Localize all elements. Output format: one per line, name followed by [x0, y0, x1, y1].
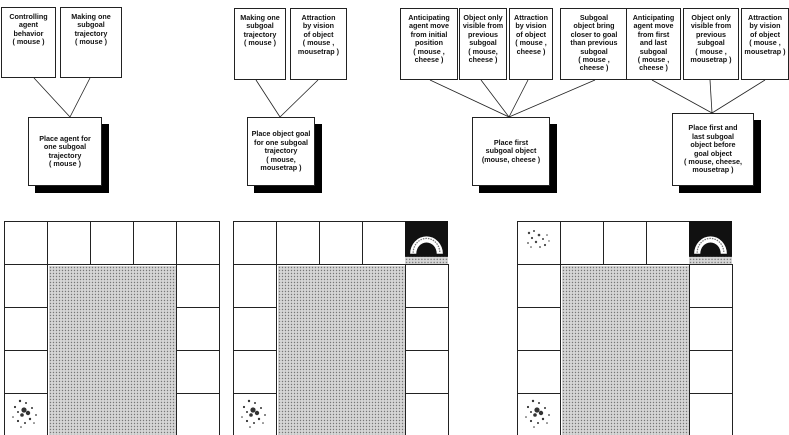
criterion-box: Anticipating agent move from first and l… [626, 8, 681, 80]
connector-line [709, 79, 713, 114]
connector-line [508, 79, 529, 118]
criterion-box: Controlling agent behavior ( mouse ) [1, 7, 56, 78]
inner-block [49, 266, 176, 435]
maze-grid-1 [4, 221, 220, 435]
connector-line [480, 79, 510, 118]
criterion-box: Object only visible from previous subgoa… [683, 8, 739, 80]
connector-line [429, 79, 510, 118]
connector-line [279, 79, 319, 118]
criterion-box: Subgoal object bring closer to goal than… [560, 8, 628, 80]
inner-block [278, 266, 405, 435]
connector-line [69, 77, 91, 118]
goal-box: Place agent for one subgoal trajectory (… [28, 117, 102, 186]
criterion-box: Attraction by vision of object ( mouse ,… [509, 8, 553, 80]
maze-grid-3 [517, 221, 733, 435]
criterion-box: Attraction by vision of object ( mouse ,… [741, 8, 789, 80]
mousetrap-icon [689, 221, 732, 264]
criterion-box: Making one subgoal trajectory ( mouse ) [234, 8, 286, 80]
connector-line [255, 79, 281, 118]
goal-box: Place object goal for one subgoal trajec… [247, 117, 315, 186]
connector-line [651, 79, 713, 114]
criterion-box: Anticipating agent move from initial pos… [400, 8, 458, 80]
connector-line [508, 79, 596, 118]
criterion-box: Attraction by vision of object ( mouse ,… [290, 8, 347, 80]
maze-grid-2 [233, 221, 449, 435]
goal-box: Place first and last subgoal object befo… [672, 113, 754, 186]
inner-block [562, 266, 689, 435]
goal-box: Place first subgoal object (mouse, chees… [472, 117, 550, 186]
criterion-box: Making one subgoal trajectory ( mouse ) [60, 7, 122, 78]
connector-line [33, 77, 71, 118]
connector-line [711, 79, 766, 114]
criterion-box: Object only visible from previous subgoa… [459, 8, 507, 80]
mousetrap-icon [405, 221, 448, 264]
